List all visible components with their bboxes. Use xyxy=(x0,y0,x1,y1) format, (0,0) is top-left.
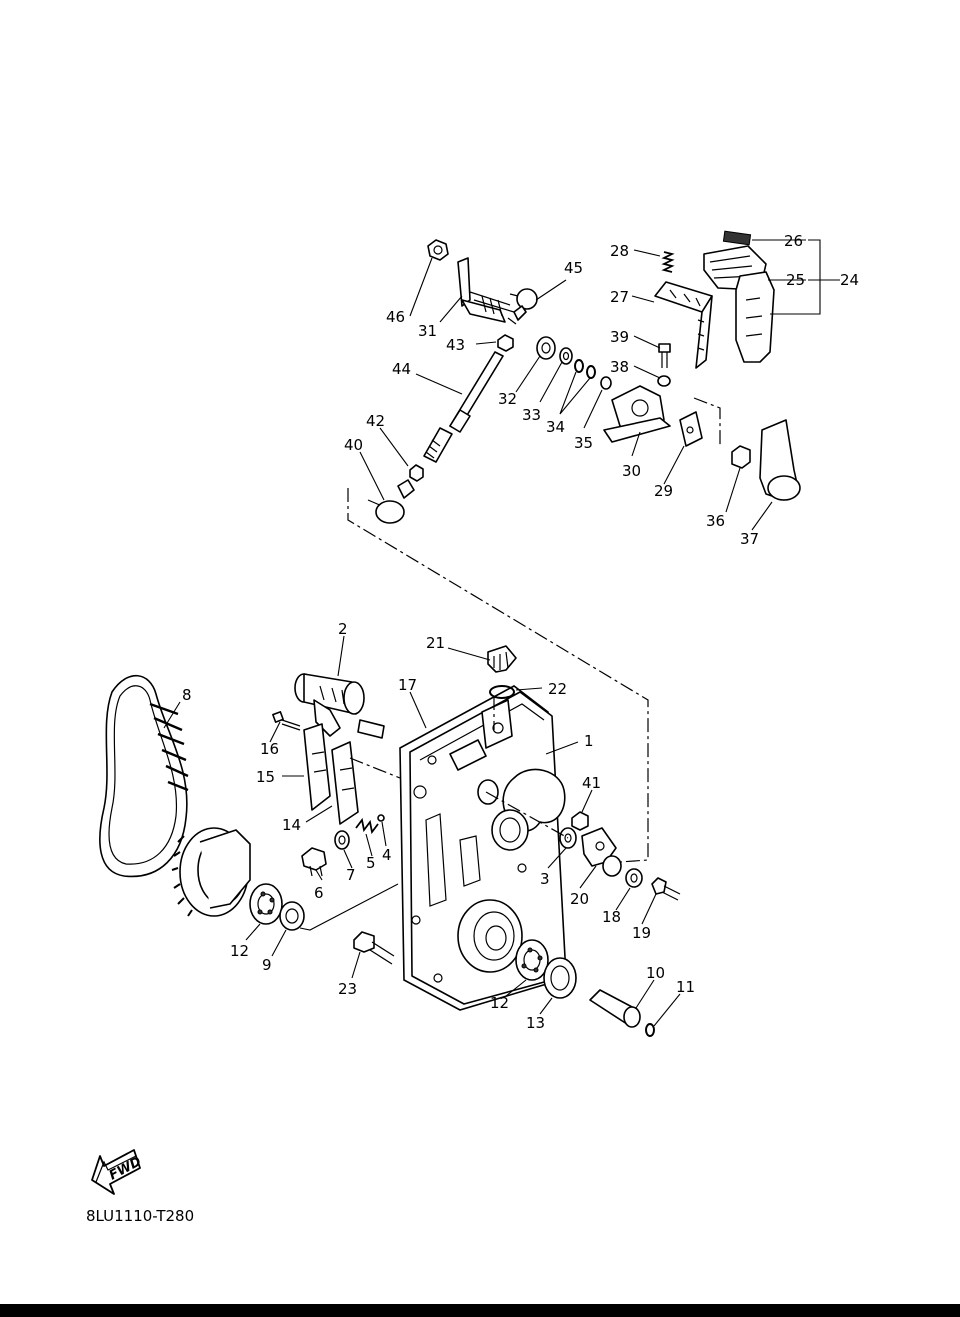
part-19-bolt xyxy=(651,877,681,901)
part-10-shaft xyxy=(589,989,641,1028)
part-2-shift-drum xyxy=(294,673,385,739)
part-14-plate xyxy=(331,741,359,825)
callout-27: 27 xyxy=(610,288,629,306)
callout-19: 19 xyxy=(632,924,651,942)
callout-32: 32 xyxy=(498,390,517,408)
part-22-oring xyxy=(489,685,515,699)
part-44-shift-rod xyxy=(423,351,504,463)
callout-46: 46 xyxy=(386,308,405,326)
part-sprocket xyxy=(171,827,251,917)
part-40-ball-joint xyxy=(367,479,415,524)
fwd-arrow-icon: FWD xyxy=(91,1149,144,1195)
callout-26: 26 xyxy=(784,232,803,250)
callout-14: 14 xyxy=(282,816,301,834)
callout-2: 2 xyxy=(338,620,348,638)
callout-39: 39 xyxy=(610,328,629,346)
part-6-plug xyxy=(301,847,327,877)
part-32-collar xyxy=(536,336,556,360)
callout-40: 40 xyxy=(344,436,363,454)
part-20-shift-arm xyxy=(581,827,622,877)
part-4-ball xyxy=(377,814,385,822)
callout-38: 38 xyxy=(610,358,629,376)
part-35-washer xyxy=(600,376,612,390)
callout-11: 11 xyxy=(676,978,695,996)
callout-37: 37 xyxy=(740,530,759,548)
part-12-bearing-right xyxy=(515,939,549,981)
part-36-nut xyxy=(731,445,751,469)
part-21-plug xyxy=(487,645,517,673)
part-42-nut xyxy=(409,464,424,482)
callout-labels: 1 2 3 4 5 6 7 8 9 10 11 12 12 13 14 15 1… xyxy=(182,232,859,1032)
leader-lines-lower xyxy=(163,488,681,1027)
callout-41: 41 xyxy=(582,774,601,792)
callout-15: 15 xyxy=(256,768,275,786)
callout-23: 23 xyxy=(338,980,357,998)
callout-29: 29 xyxy=(654,482,673,500)
part-12-bearing xyxy=(249,883,283,925)
callout-6: 6 xyxy=(314,884,324,902)
part-41-nut xyxy=(571,811,589,831)
part-18-washer xyxy=(625,868,643,888)
callout-22: 22 xyxy=(548,680,567,698)
callout-43: 43 xyxy=(446,336,465,354)
part-23-bolt xyxy=(353,931,395,965)
part-7-washer xyxy=(334,830,350,850)
callout-34: 34 xyxy=(546,418,565,436)
callout-31: 31 xyxy=(418,322,437,340)
callout-17: 17 xyxy=(398,676,417,694)
callout-24: 24 xyxy=(840,271,859,289)
drawing-code: 8LU1110-T280 xyxy=(86,1207,194,1225)
part-30-bracket xyxy=(603,385,671,443)
callout-20: 20 xyxy=(570,890,589,908)
callout-25: 25 xyxy=(786,271,805,289)
part-33-washer xyxy=(559,347,573,365)
part-9-seal xyxy=(279,901,305,931)
part-46-nut xyxy=(427,239,449,261)
callout-7: 7 xyxy=(346,866,356,884)
part-39-bolt xyxy=(658,343,671,368)
callout-3: 3 xyxy=(540,870,550,888)
callout-4: 4 xyxy=(382,846,392,864)
callout-12-left: 12 xyxy=(230,942,249,960)
callout-8: 8 xyxy=(182,686,192,704)
part-15-plate xyxy=(303,723,331,811)
callout-10: 10 xyxy=(646,964,665,982)
callout-21: 21 xyxy=(426,634,445,652)
part-45-ball-joint xyxy=(507,288,538,325)
part-11-oring xyxy=(645,1023,655,1037)
callout-44: 44 xyxy=(392,360,411,378)
part-24-shift-handle xyxy=(703,230,775,363)
callout-36: 36 xyxy=(706,512,725,530)
callout-45: 45 xyxy=(564,259,583,277)
part-29-plate xyxy=(679,411,703,447)
callout-13: 13 xyxy=(526,1014,545,1032)
part-34-orings xyxy=(574,359,596,379)
callout-42: 42 xyxy=(366,412,385,430)
callout-28: 28 xyxy=(610,242,629,260)
part-13-seal xyxy=(543,957,577,999)
part-38-washer xyxy=(657,375,671,387)
part-8-chain xyxy=(99,674,189,878)
part-28-spring xyxy=(661,251,675,273)
part-43-nut xyxy=(497,334,514,352)
callout-16: 16 xyxy=(260,740,279,758)
callout-30: 30 xyxy=(622,462,641,480)
part-1-chaincase xyxy=(409,691,567,1005)
part-16-bolt xyxy=(272,711,301,731)
callout-5: 5 xyxy=(366,854,376,872)
callout-18: 18 xyxy=(602,908,621,926)
callout-35: 35 xyxy=(574,434,593,452)
footer-bar xyxy=(0,1304,960,1317)
part-27-guide xyxy=(654,281,713,369)
callout-33: 33 xyxy=(522,406,541,424)
part-31-lever xyxy=(457,257,515,323)
leader-lines-upper xyxy=(359,239,840,531)
part-5-spring xyxy=(355,817,379,835)
callout-1: 1 xyxy=(584,732,594,750)
callout-9: 9 xyxy=(262,956,272,974)
callout-12-right: 12 xyxy=(490,994,509,1012)
part-37-cover xyxy=(759,419,801,501)
